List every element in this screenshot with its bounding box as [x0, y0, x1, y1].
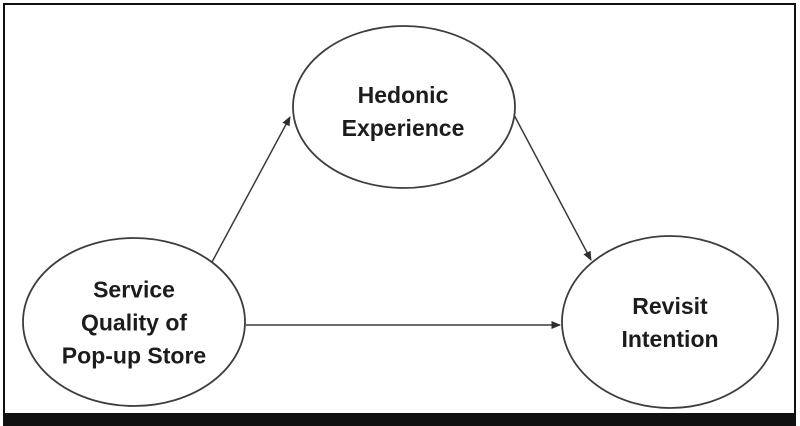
hedonic-experience-ellipse: [292, 25, 516, 189]
hedonic-experience-label-line2: Experience: [341, 115, 465, 141]
revisit-intention-ellipse: [561, 235, 779, 409]
revisit-intention-label: Revisit Intention: [621, 290, 718, 356]
service-quality-label-line2: Quality of: [80, 309, 188, 336]
hedonic-experience-label-line1: Hedonic: [357, 82, 449, 108]
edge-service-to-hedonic: [211, 116, 291, 263]
service-quality-ellipse: [22, 237, 246, 407]
revisit-intention-label-line2: Intention: [621, 326, 719, 352]
revisit-intention-label-line1: Revisit: [632, 293, 708, 319]
hedonic-experience-label: Hedonic Experience: [342, 79, 465, 145]
service-quality-label-line1: Service: [93, 276, 175, 303]
service-quality-label-line3: Pop-up Store: [61, 342, 207, 369]
service-quality-label: Service Quality of Pop-up Store: [62, 274, 206, 373]
edge-hedonic-to-revisit: [512, 112, 592, 261]
